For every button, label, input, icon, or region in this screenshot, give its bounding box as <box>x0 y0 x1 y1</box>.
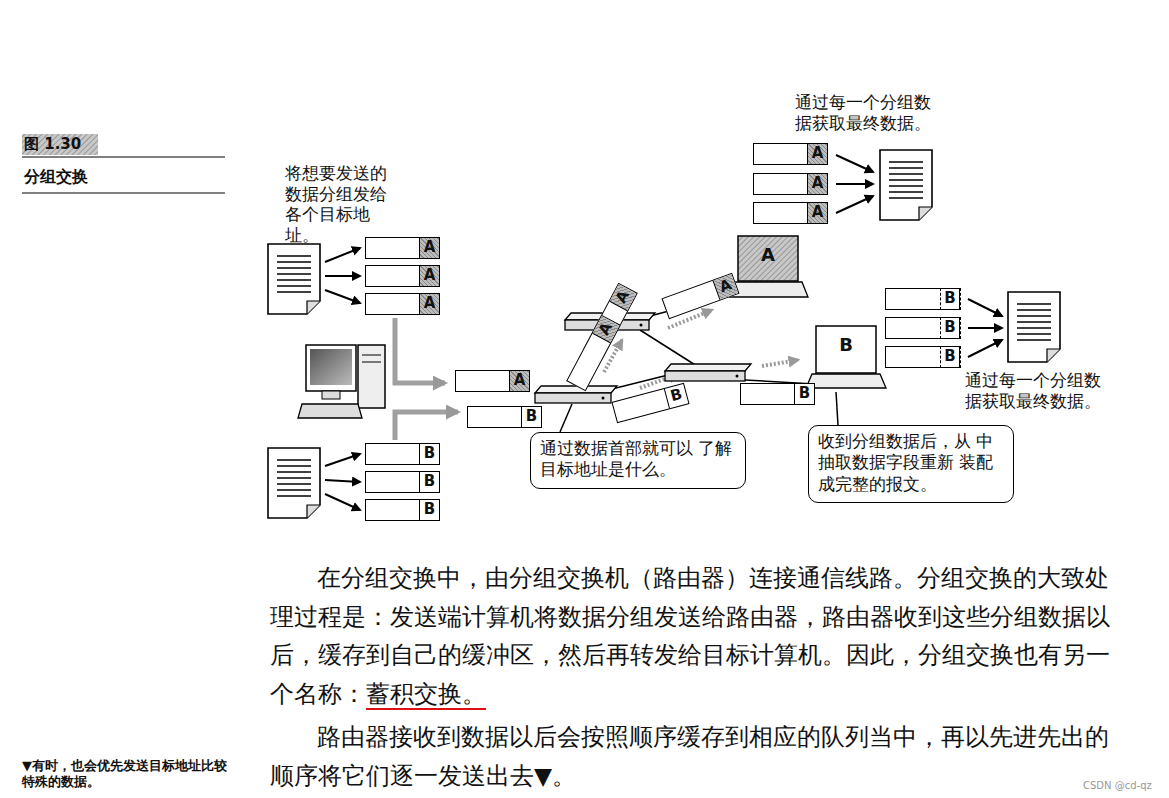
packet-box: A <box>661 273 739 319</box>
packet-address: A <box>419 294 439 314</box>
packet-address: A <box>609 284 636 311</box>
callout-box: 收到分组数据后，从 中抽取数据字段重新 装配成完整的报文。 <box>808 425 1014 503</box>
packet-box: B <box>365 471 440 493</box>
body-paragraph: 路由器接收到数据以后会按照顺序缓存到相应的队列当中，再以先进先出的顺序将它们逐一… <box>270 718 1128 795</box>
packet-box: A <box>753 143 828 165</box>
body-text: 路由器接收到数据以后会按照顺序缓存到相应的队列当中，再以先进先出的顺序将它们逐一… <box>270 723 1109 790</box>
packet-box: B <box>885 346 960 368</box>
node-text: 通过数据首部就可以 了解目标地址是什么。 <box>540 438 736 481</box>
figure-label: CSDN @cd-qz <box>1083 780 1152 792</box>
laptop-screen: A <box>743 244 793 274</box>
packet-address: B <box>940 288 961 310</box>
packet-box: A <box>365 237 440 259</box>
figure-label: 图 1.30 <box>24 135 81 153</box>
flow-arrows <box>395 318 458 440</box>
packet-address: A <box>419 266 439 286</box>
figure-label: ▼有时，也会优先发送目标地址比较特殊的数据。 <box>22 758 237 790</box>
routers <box>535 313 751 403</box>
packet-address: B <box>419 472 439 492</box>
packet-address: A <box>419 238 439 258</box>
packet-address: A <box>807 203 827 223</box>
packet-address: A <box>807 144 827 164</box>
packet-box: B <box>365 499 440 521</box>
figure-label: 将想要发送的 数据分组发给 各个目标地址。 <box>285 163 396 246</box>
packet-address: A <box>713 274 739 300</box>
figure-label: 通过每一个分组数 据获取最终数据。 <box>965 370 1110 411</box>
packet-box: B <box>467 406 542 428</box>
packet-box: A <box>365 293 440 315</box>
packet-box: B <box>885 317 960 339</box>
node-text: 收到分组数据后，从 中抽取数据字段重新 装配成完整的报文。 <box>818 431 1004 495</box>
packet-address: B <box>419 500 439 520</box>
laptops <box>728 236 886 388</box>
packet-address: B <box>419 444 439 464</box>
packet-box: B <box>611 383 689 424</box>
packet-address: B <box>664 384 688 408</box>
figure-label: 通过每一个分组数 据获取最终数据。 <box>795 92 940 133</box>
packet-address: B <box>521 407 541 427</box>
computer <box>298 345 385 418</box>
rule <box>22 193 225 194</box>
documents <box>268 150 1060 518</box>
packet-address: B <box>940 317 961 339</box>
packet-address: B <box>940 346 961 368</box>
callout-box: 通过数据首部就可以 了解目标地址是什么。 <box>530 432 746 489</box>
body-text: 蓄积交换。 <box>366 680 486 710</box>
laptop-screen: B <box>821 334 871 364</box>
packet-box: A <box>753 173 828 195</box>
packet-box: A <box>566 315 621 392</box>
packet-box: A <box>365 265 440 287</box>
packet-box: A <box>455 370 530 392</box>
body-paragraph: 在分组交换中，由分组交换机（路由器）连接通信线路。分组交换的大致处理过程是：发送… <box>270 559 1128 713</box>
packet-box: A <box>753 202 828 224</box>
packet-address: A <box>509 371 529 391</box>
packet-box: B <box>365 443 440 465</box>
packet-address: A <box>807 174 827 194</box>
figure-tag-ground <box>22 134 98 155</box>
packet-box: B <box>740 383 815 405</box>
packet-box: B <box>885 288 960 310</box>
figure-label: 分组交换 <box>24 167 88 187</box>
node-text: A <box>743 244 793 265</box>
packet-address: B <box>794 384 814 404</box>
rule <box>22 157 225 158</box>
node-text: B <box>821 334 871 355</box>
